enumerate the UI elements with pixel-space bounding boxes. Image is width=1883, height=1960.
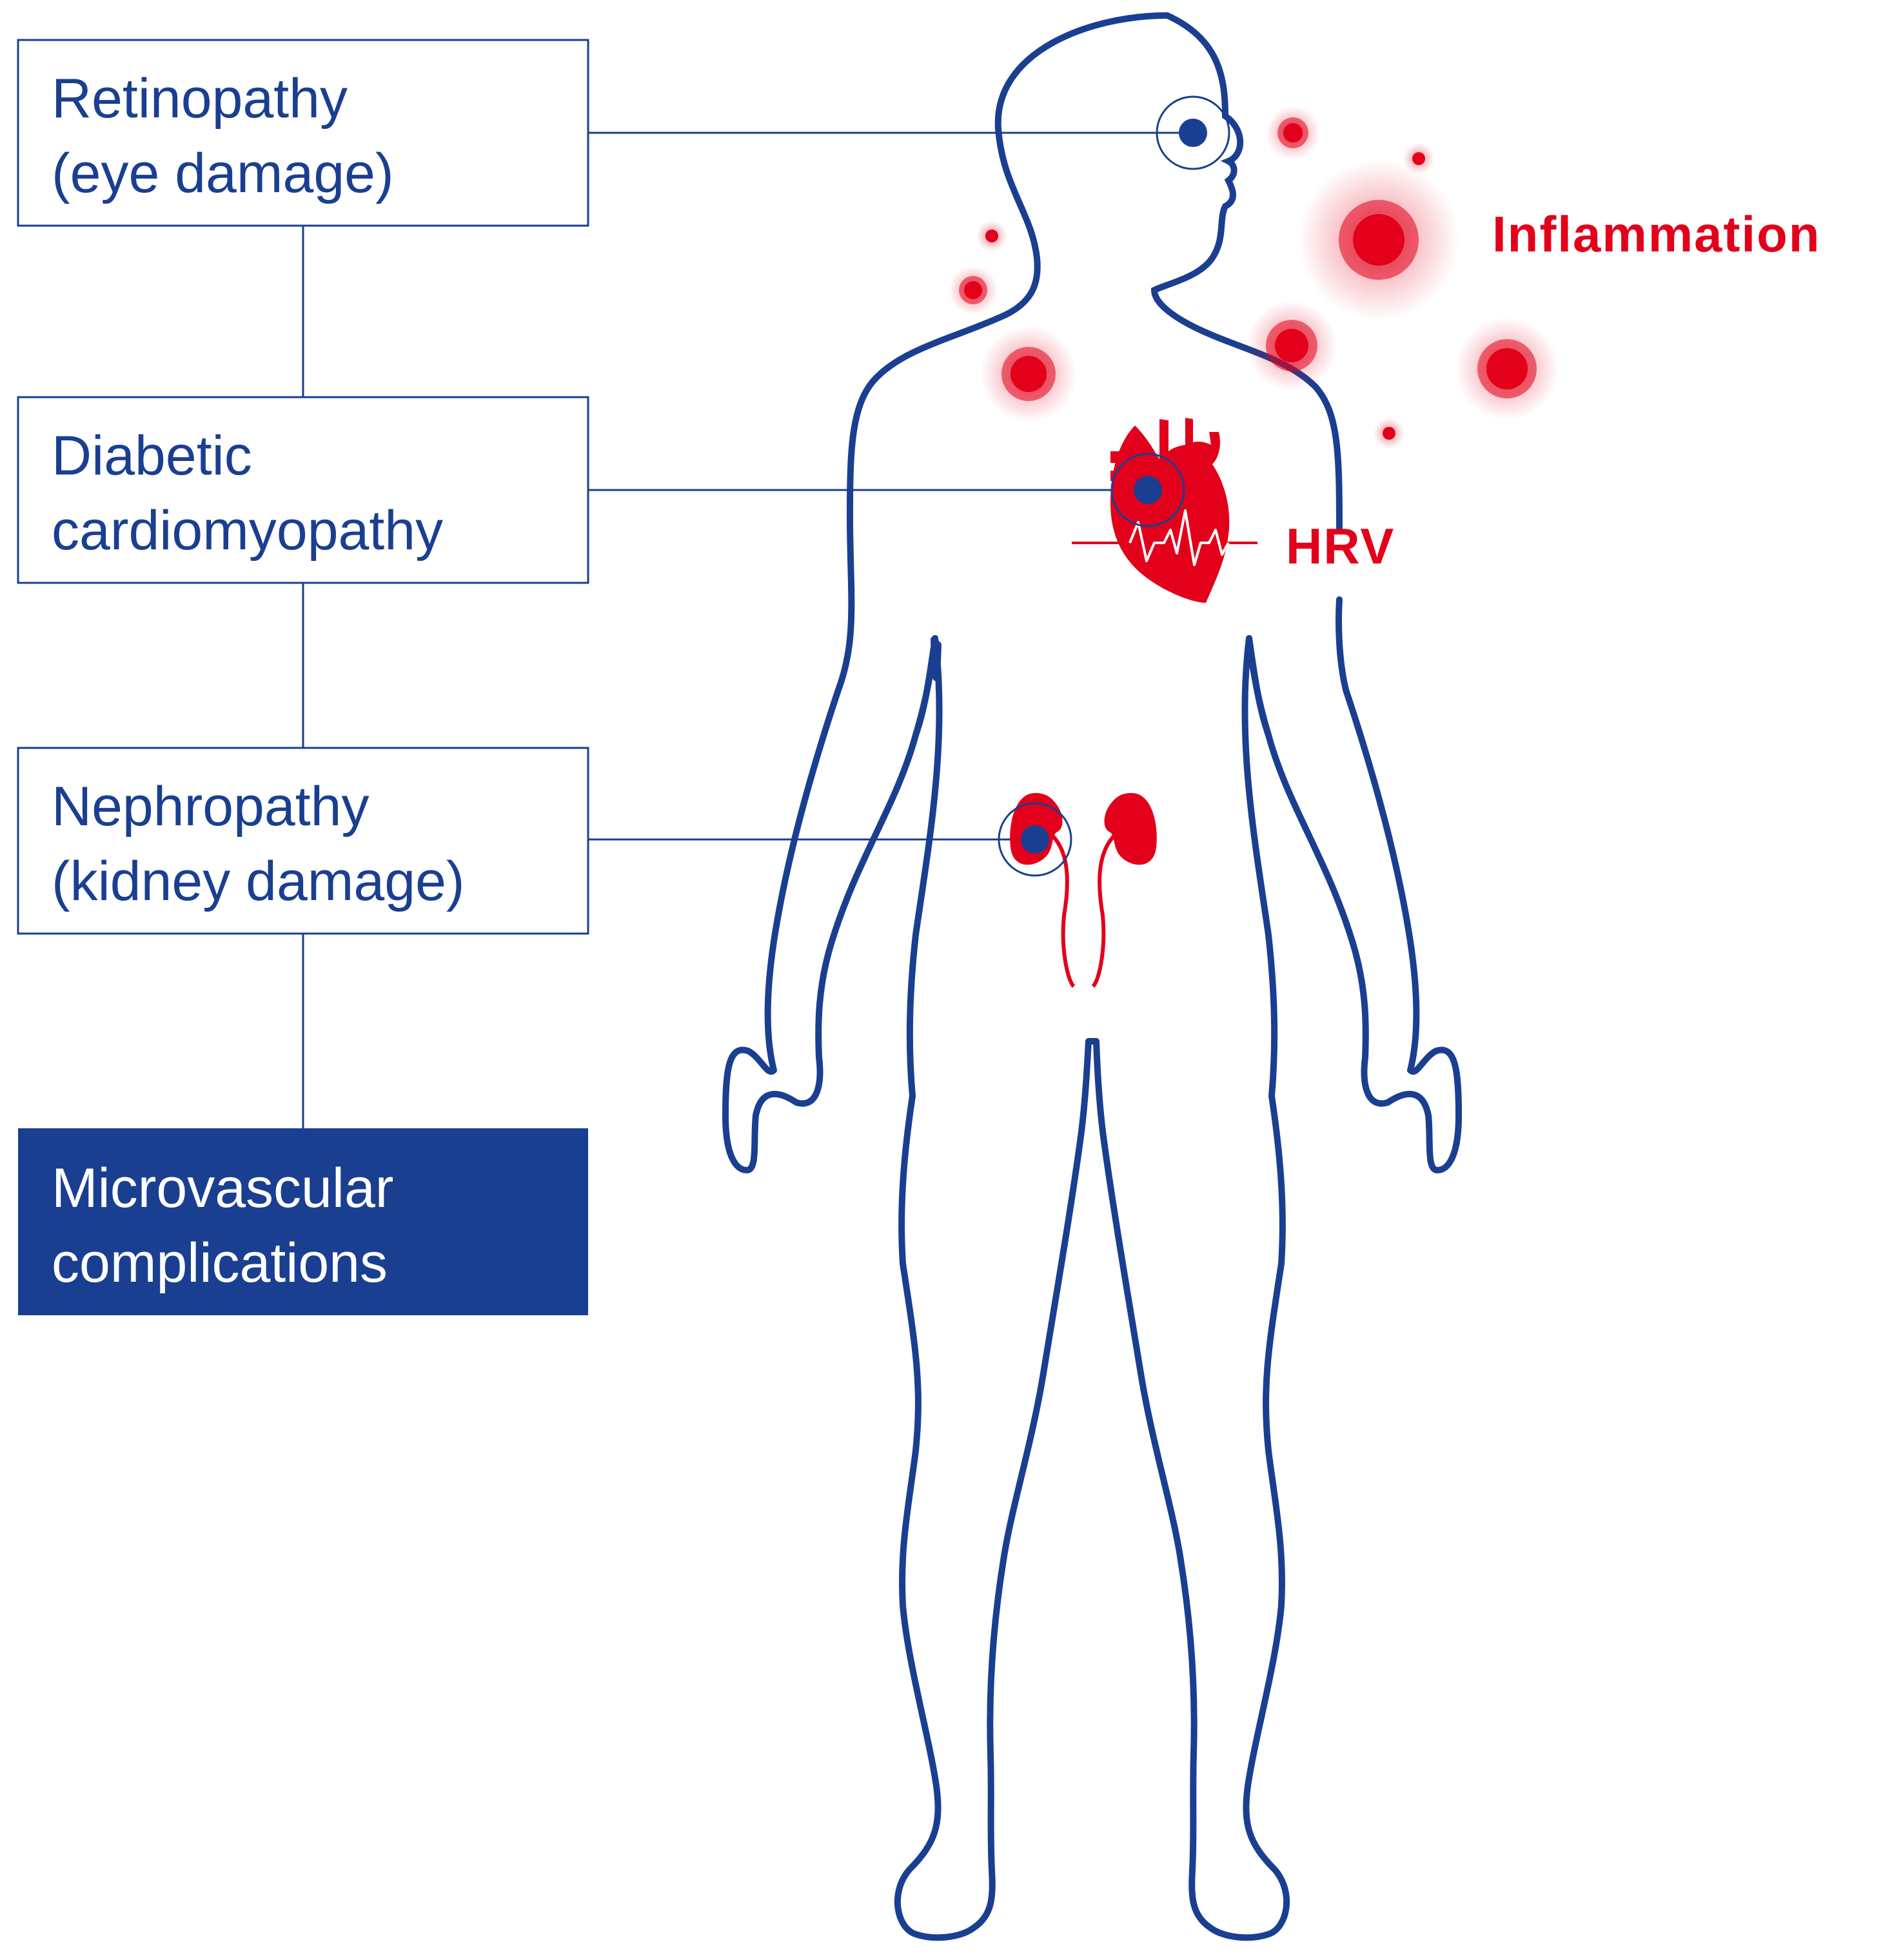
heart-icon <box>1110 418 1230 603</box>
eye-marker-target-marker-icon <box>1156 95 1230 170</box>
retinopathy-title: Retinopathy <box>52 68 348 130</box>
microvascular-subtitle: complications <box>52 1232 388 1294</box>
inflammation-spot-icon <box>949 266 998 315</box>
kidneys-icon <box>1010 793 1157 988</box>
right-kidney <box>1104 793 1157 865</box>
cardiomyopathy-box: Diabetic cardiomyopathy <box>17 396 589 584</box>
nephropathy-box: Nephropathy (kidney damage) <box>17 747 589 935</box>
ecg-line-white <box>1129 509 1230 566</box>
inflammation-label: Inflammation <box>1492 206 1820 262</box>
left-ureter <box>1050 834 1076 988</box>
hrv-label: HRV <box>1286 518 1395 574</box>
inflammation-spot-icon <box>1374 418 1405 449</box>
microvascular-box: Microvascular complications <box>18 1128 588 1315</box>
nephropathy-subtitle: (kidney damage) <box>52 850 465 912</box>
inflammation-spot-icon <box>976 220 1007 251</box>
inflammation-spot-icon <box>980 326 1077 422</box>
microvascular-title: Microvascular <box>52 1157 393 1219</box>
inflammation-spot-icon <box>1298 159 1459 320</box>
right-ureter <box>1091 834 1116 988</box>
cardiomyopathy-title: Diabetic <box>52 425 252 487</box>
retinopathy-subtitle: (eye damage) <box>52 142 394 204</box>
human-body-outline-icon <box>722 12 1462 1941</box>
complications-list: Retinopathy (eye damage) Diabetic cardio… <box>17 39 1193 1315</box>
inflammation-spot-icon <box>1403 143 1434 174</box>
body-arm-gap-right <box>1246 635 1272 738</box>
inflammation-spot-icon <box>1247 300 1337 391</box>
inflammation-spot-icon <box>1455 317 1559 420</box>
body-arm-gap-left <box>912 635 938 738</box>
heart-marker-target-marker-icon <box>1110 453 1185 527</box>
retinopathy-box: Retinopathy (eye damage) <box>17 39 589 227</box>
kidney-marker-target-marker-icon <box>998 802 1072 877</box>
nephropathy-title: Nephropathy <box>52 776 369 838</box>
inflammation-spot-icon <box>1266 106 1320 160</box>
cardiomyopathy-subtitle: cardiomyopathy <box>52 500 443 562</box>
inflammation-spots <box>949 106 1559 449</box>
